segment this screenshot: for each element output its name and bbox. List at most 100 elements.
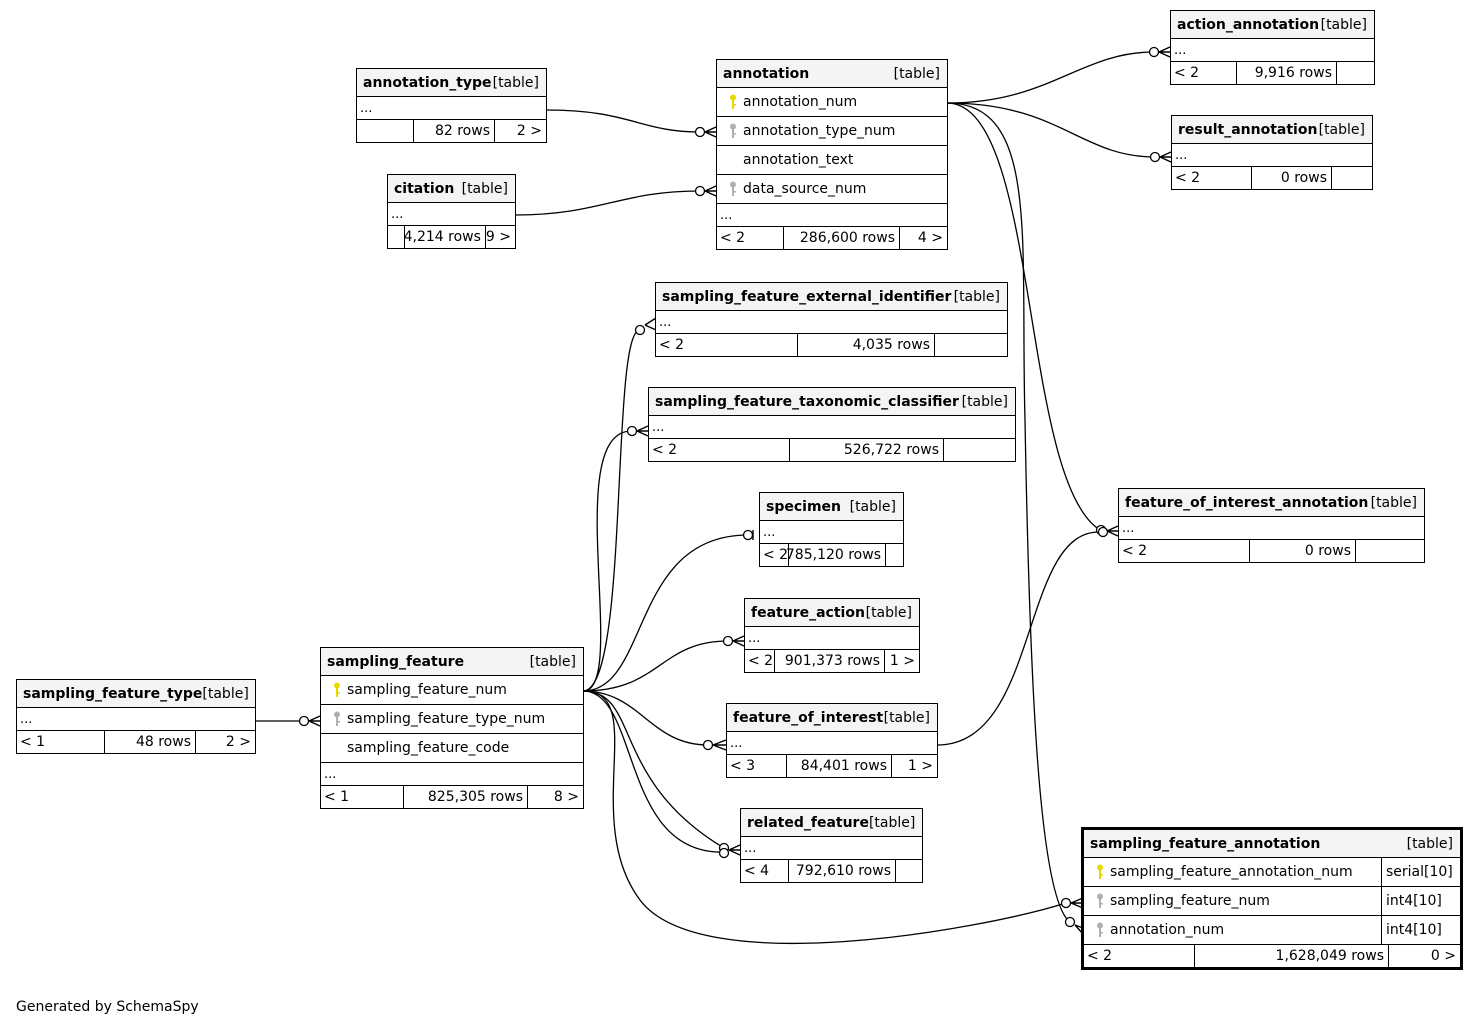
children-count xyxy=(896,860,922,882)
column-row[interactable]: sampling_feature_num xyxy=(321,676,583,705)
table-type-label: [table] xyxy=(883,709,930,726)
column-row[interactable]: annotation_num xyxy=(717,88,947,117)
table-type-label: [table] xyxy=(868,814,916,831)
table-header: annotation_type [table] xyxy=(357,69,546,97)
more-columns: ... xyxy=(321,763,583,786)
table-name: sampling_feature_annotation xyxy=(1090,835,1321,852)
column-type: serial[10] xyxy=(1381,858,1460,886)
rel-sf-related-1 xyxy=(582,690,725,849)
generated-by-credit: Generated by SchemaSpy xyxy=(16,999,199,1015)
column-row[interactable]: annotation_text xyxy=(717,146,947,175)
more-columns: ... xyxy=(1119,517,1424,540)
table-specimen[interactable]: specimen [table] ... < 2 785,120 rows xyxy=(759,492,904,567)
rel-sf-sfa xyxy=(582,690,1067,945)
foreign-key-icon xyxy=(327,711,347,727)
table-name: sampling_feature_external_identifier xyxy=(662,288,952,305)
table-footer: < 2 901,373 rows 1 > xyxy=(745,650,919,672)
children-count xyxy=(944,439,1015,461)
table-header: action_annotation [table] xyxy=(1171,11,1374,39)
table-type-label: [table] xyxy=(492,74,539,91)
table-name: sampling_feature_taxonomic_classifier xyxy=(655,393,959,410)
table-feature-of-interest-annotation[interactable]: feature_of_interest_annotation [table] .… xyxy=(1118,488,1425,563)
table-name: result_annotation xyxy=(1178,121,1318,138)
table-name: feature_of_interest xyxy=(733,709,884,726)
table-type-label: [table] xyxy=(849,498,896,515)
parents-count: < 2 xyxy=(760,544,789,566)
column-row[interactable]: sampling_feature_num int4[10] xyxy=(1084,887,1460,916)
table-sampling-feature-type[interactable]: sampling_feature_type [table] ... < 1 48… xyxy=(16,679,256,754)
table-header: citation [table] xyxy=(388,175,515,203)
more-columns: ... xyxy=(656,311,1007,334)
table-type-label: [table] xyxy=(529,653,576,670)
table-related-feature[interactable]: related_feature [table] ... < 4 792,610 … xyxy=(740,808,923,883)
more-columns: ... xyxy=(1171,39,1374,62)
column-name: sampling_feature_num xyxy=(1110,893,1270,909)
rel-annotation-type xyxy=(546,109,701,133)
column-row[interactable]: data_source_num xyxy=(717,175,947,204)
table-footer: < 2 785,120 rows xyxy=(760,544,903,566)
children-count: 2 > xyxy=(516,123,542,139)
row-count: 792,610 rows xyxy=(789,860,896,882)
children-count xyxy=(1337,62,1374,84)
rel-sf-specimen xyxy=(582,534,749,692)
table-annotation[interactable]: annotation [table] annotation_num annota… xyxy=(716,59,948,250)
table-name: feature_action xyxy=(751,604,865,621)
table-type-label: [table] xyxy=(865,604,912,621)
table-sampling-feature-external-identifier[interactable]: sampling_feature_external_identifier [ta… xyxy=(655,282,1008,357)
children-count: 2 > xyxy=(225,734,251,750)
parents-count: < 4 xyxy=(741,860,789,882)
column-row[interactable]: sampling_feature_code xyxy=(321,734,583,763)
foreign-key-icon xyxy=(1090,893,1110,909)
row-count: 825,305 rows xyxy=(404,786,528,808)
more-columns: ... xyxy=(760,521,903,544)
column-name: annotation_type_num xyxy=(743,123,896,139)
table-sampling-feature-annotation[interactable]: sampling_feature_annotation [table] samp… xyxy=(1081,827,1463,970)
rel-sf-feature-action xyxy=(582,640,729,692)
table-name: annotation xyxy=(723,65,810,82)
table-result-annotation[interactable]: result_annotation [table] ... < 2 0 rows xyxy=(1171,115,1373,190)
column-name: annotation_text xyxy=(743,152,854,168)
column-row[interactable]: annotation_type_num xyxy=(717,117,947,146)
primary-key-icon xyxy=(327,682,347,698)
table-header: annotation [table] xyxy=(717,60,947,88)
parents-count: < 3 xyxy=(727,755,787,777)
children-count xyxy=(1332,167,1372,189)
more-columns: ... xyxy=(727,732,937,755)
table-feature-action[interactable]: feature_action [table] ... < 2 901,373 r… xyxy=(744,598,920,673)
row-count: 901,373 rows xyxy=(775,650,885,672)
column-name: sampling_feature_code xyxy=(347,740,510,756)
rel-annotation-sfa xyxy=(946,102,1071,923)
table-name: action_annotation xyxy=(1177,16,1320,33)
table-sampling-feature[interactable]: sampling_feature [table] sampling_featur… xyxy=(320,647,584,809)
table-feature-of-interest[interactable]: feature_of_interest [table] ... < 3 84,4… xyxy=(726,703,938,778)
table-header: sampling_feature_type [table] xyxy=(17,680,255,708)
table-name: citation xyxy=(394,180,455,197)
table-footer: < 2 0 rows xyxy=(1172,167,1372,189)
children-count: 9 > xyxy=(485,229,511,245)
table-footer: < 2 526,722 rows xyxy=(649,439,1015,461)
column-row[interactable]: annotation_num int4[10] xyxy=(1084,916,1460,945)
table-footer: < 3 84,401 rows 1 > xyxy=(727,755,937,777)
table-action-annotation[interactable]: action_annotation [table] ... < 2 9,916 … xyxy=(1170,10,1375,85)
rel-foi-foi-annotation xyxy=(936,531,1101,746)
row-count: 82 rows xyxy=(414,120,495,142)
table-citation[interactable]: citation [table] ... 4,214 rows 9 > xyxy=(387,174,516,249)
children-count: 1 > xyxy=(889,653,915,669)
table-annotation-type[interactable]: annotation_type [table] ... 82 rows 2 > xyxy=(356,68,547,143)
column-row[interactable]: sampling_feature_type_num xyxy=(321,705,583,734)
column-row[interactable]: sampling_feature_annotation_num serial[1… xyxy=(1084,858,1460,887)
parents-count: < 1 xyxy=(321,786,404,808)
table-header: feature_of_interest [table] xyxy=(727,704,937,732)
children-count: 8 > xyxy=(553,789,579,805)
more-columns: ... xyxy=(745,627,919,650)
table-header: feature_action [table] xyxy=(745,599,919,627)
row-count: 4,035 rows xyxy=(798,334,935,356)
table-footer: < 1 825,305 rows 8 > xyxy=(321,786,583,808)
row-count: 526,722 rows xyxy=(790,439,944,461)
table-sampling-feature-taxonomic-classifier[interactable]: sampling_feature_taxonomic_classifier [t… xyxy=(648,387,1016,462)
column-name: sampling_feature_type_num xyxy=(347,711,546,727)
table-footer: 4,214 rows 9 > xyxy=(388,226,515,248)
rel-result-annotation xyxy=(946,102,1156,158)
row-count: 286,600 rows xyxy=(784,227,900,249)
table-header: sampling_feature [table] xyxy=(321,648,583,676)
